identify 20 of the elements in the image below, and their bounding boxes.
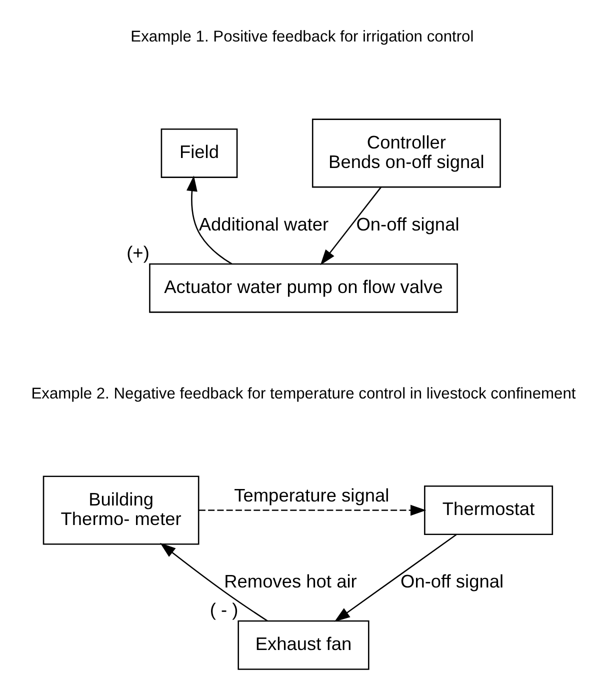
- node-label: (+): [126, 242, 149, 264]
- label: Example 2. Negative feedback for temperature control in livestock confinement: [30, 385, 576, 402]
- edge-label: Removes hot air: [224, 570, 356, 592]
- label: Example 1. Positive feedback for irrigation control: [130, 28, 474, 46]
- arrow: [160, 542, 268, 622]
- node-box: Actuator water pump on flow valve: [148, 263, 458, 313]
- node-box: Exhaust fan: [237, 620, 369, 670]
- node-box: Controller Bends on-off signal: [311, 118, 500, 188]
- node-box: Field: [160, 128, 238, 178]
- edge-label: On-off signal: [400, 570, 504, 592]
- arrow: [334, 534, 456, 622]
- arrow: [320, 186, 381, 266]
- arrow: [186, 176, 232, 264]
- edge-label: On-off signal: [356, 213, 459, 234]
- edge-label: Additional water: [198, 213, 328, 234]
- node-box: Thermostat: [424, 486, 553, 536]
- arrow: [198, 504, 426, 516]
- node-label: ( - ): [209, 599, 238, 620]
- node-box: Building Thermo- meter: [42, 476, 199, 545]
- edge-label: Temperature signal: [234, 484, 389, 506]
